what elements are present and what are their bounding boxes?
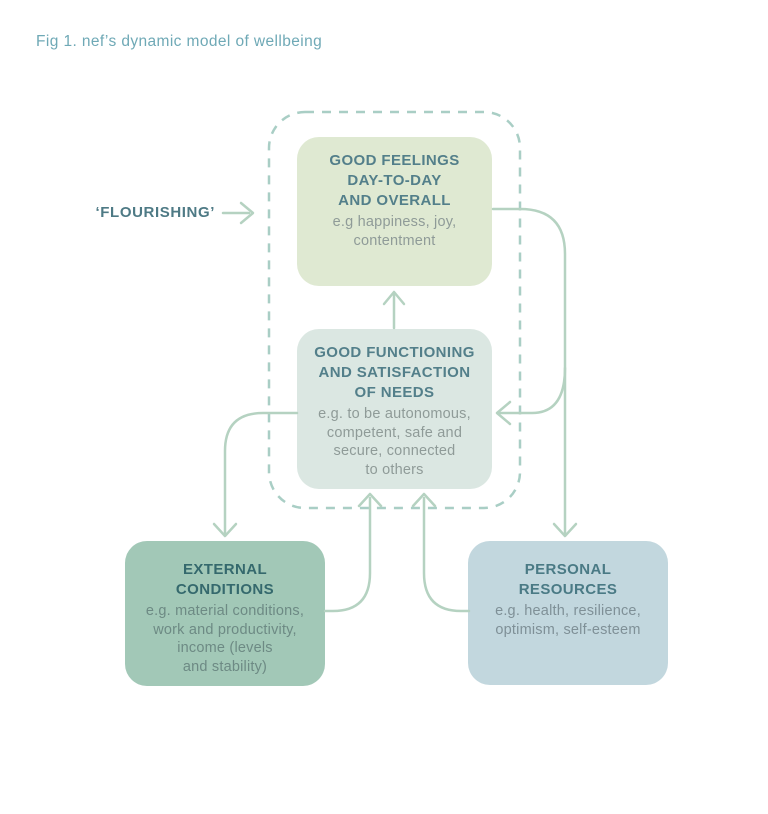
box-good-functioning: GOOD FUNCTIONING AND SATISFACTION OF NEE… <box>297 329 492 489</box>
good-feelings-body: e.g happiness, joy, contentment <box>332 214 457 249</box>
good-feelings-heading: GOOD FEELINGS DAY-TO-DAY AND OVERALL <box>329 152 460 209</box>
figure-title: Fig 1. nef’s dynamic model of wellbeing <box>36 33 323 50</box>
arrow-personal-to-functioning <box>411 492 471 613</box>
flourishing-label: ‘FLOURISHING’ <box>95 204 215 221</box>
arrow-functioning-to-external <box>212 411 299 538</box>
box-personal-resources: PERSONAL RESOURCES e.g. health, resilien… <box>468 541 668 685</box>
good-functioning-heading: GOOD FUNCTIONING AND SATISFACTION OF NEE… <box>314 344 475 401</box>
external-conditions-heading: EXTERNAL CONDITIONS <box>175 561 275 598</box>
good-functioning-body: e.g. to be autonomous, competent, safe a… <box>318 406 471 478</box>
arrow-external-to-functioning <box>323 492 383 613</box>
personal-resources-body: e.g. health, resilience, optimism, self-… <box>495 603 641 638</box>
arrow-feelings-to-functioning-loop <box>495 366 567 426</box>
flourishing-arrow <box>221 201 255 225</box>
external-conditions-body: e.g. material conditions, work and produ… <box>145 603 305 675</box>
arrow-functioning-to-feelings <box>382 290 406 330</box>
box-external-conditions: EXTERNAL CONDITIONS e.g. material condit… <box>125 541 325 686</box>
personal-resources-heading: PERSONAL RESOURCES <box>518 561 618 598</box>
arrow-feelings-to-personal <box>491 207 578 538</box>
box-good-feelings: GOOD FEELINGS DAY-TO-DAY AND OVERALL e.g… <box>297 137 492 286</box>
